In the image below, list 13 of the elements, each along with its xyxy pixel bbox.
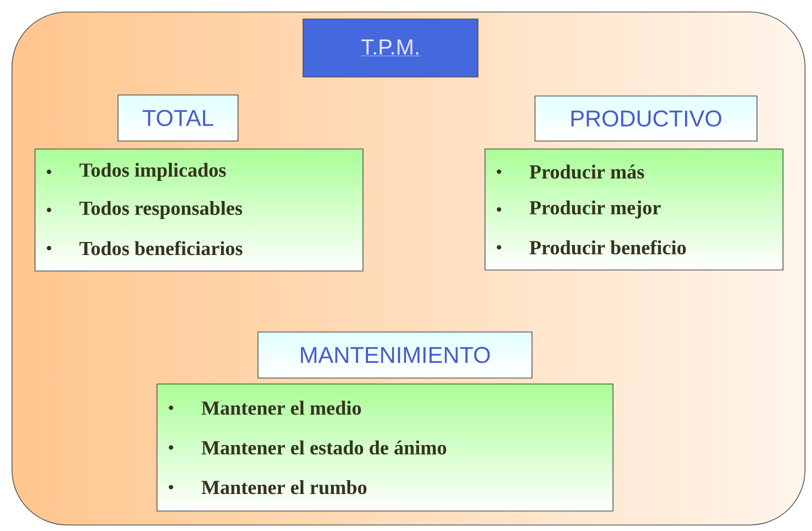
list-item: Mantener el rumbo xyxy=(202,480,366,494)
heading-box: TOTAL xyxy=(118,94,238,142)
list-item: Todos responsables xyxy=(80,200,242,220)
list-item: Producir mejor xyxy=(530,200,661,219)
list-item: Mantener el estado de ánimo xyxy=(202,440,446,454)
list-item: Todos implicados xyxy=(80,162,226,181)
title-box: T.P.M. xyxy=(302,18,478,78)
heading-box: MANTENIMIENTO xyxy=(258,332,532,378)
list-item: Producir beneficio xyxy=(530,240,686,254)
list-item: Todos beneficiarios xyxy=(80,241,242,256)
list-item: Producir más xyxy=(530,164,644,179)
heading-box: PRODUCTIVO xyxy=(534,96,758,142)
list-item: Mantener el medio xyxy=(202,400,361,415)
